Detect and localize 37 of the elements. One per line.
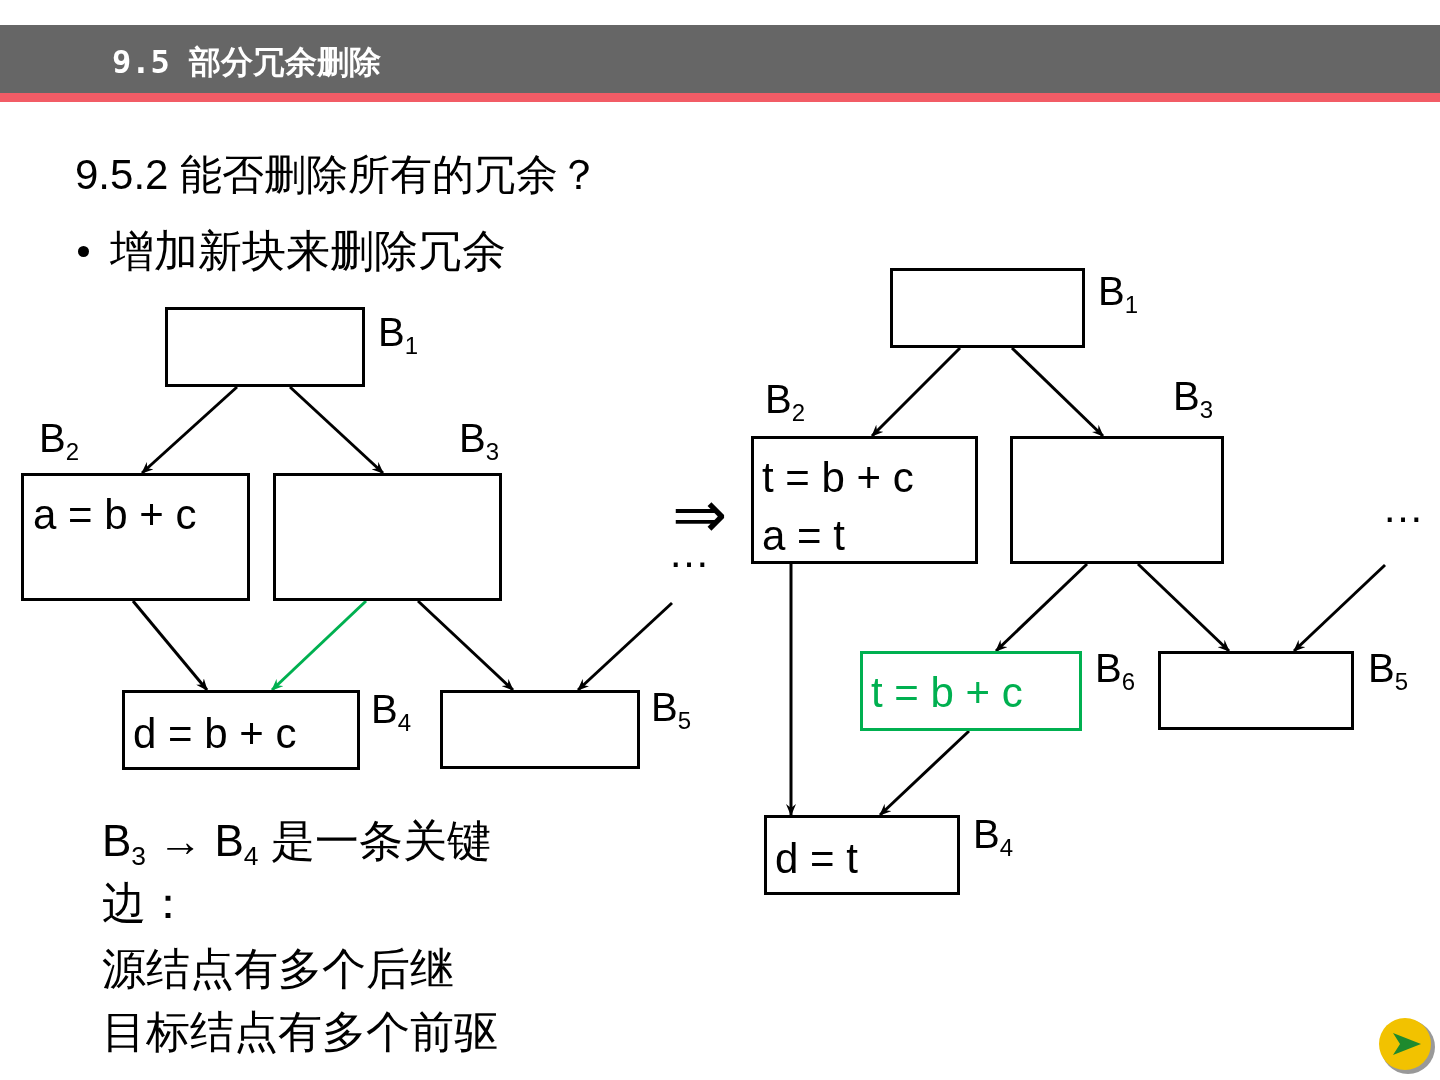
block-label: B$_{2}$ [39,418,80,465]
arrow [270,599,368,692]
arrow [1010,346,1105,438]
code-text: a = t [762,515,845,557]
arrow [786,564,796,816]
block-label: B$_{4}$ [973,814,1014,861]
code-text: d = t [775,838,858,880]
arrow [870,346,962,438]
note-text: 目标结点有多个前驱 [102,1006,498,1058]
code-text: t = b + c [871,672,1023,714]
arrow [141,385,238,475]
block-label: B$_{1}$ [378,312,419,359]
block-label: B$_{1}$ [1098,271,1139,318]
note-text: 源结点有多个后继 [102,943,454,995]
arrow [416,599,515,692]
block-label: B$_{4}$ [371,689,412,736]
code-text: d = b + c [133,713,297,755]
note-text: 增加新块来删除冗余 [110,225,506,277]
arrow [131,600,209,691]
code-text: t = b + c [762,457,914,499]
arrow [1292,563,1387,653]
section-heading: 9.5.2 能否删除所有的冗余？ [75,150,601,200]
arrow [994,562,1089,653]
block-label: B$_{5}$ [651,687,692,734]
ellipsis-text: … [1376,495,1432,529]
code-text: a = b + c [33,494,197,536]
block-label: B$_{3}$ [1173,376,1214,423]
arrow [878,729,971,817]
block-label: B$_{3}$ [459,418,500,465]
slide-title: 9.5 部分冗余删除 [112,42,382,83]
arrow [289,385,384,475]
block-label: B$_{6}$ [1095,648,1136,695]
block-label: B$_{5}$ [1368,648,1409,695]
block-label: B$_{2}$ [765,379,806,426]
arrow [577,601,673,692]
arrow [1136,562,1231,653]
note-text: B$_{3}$ → B$_{4}$ 是一条关键边： [102,815,492,929]
